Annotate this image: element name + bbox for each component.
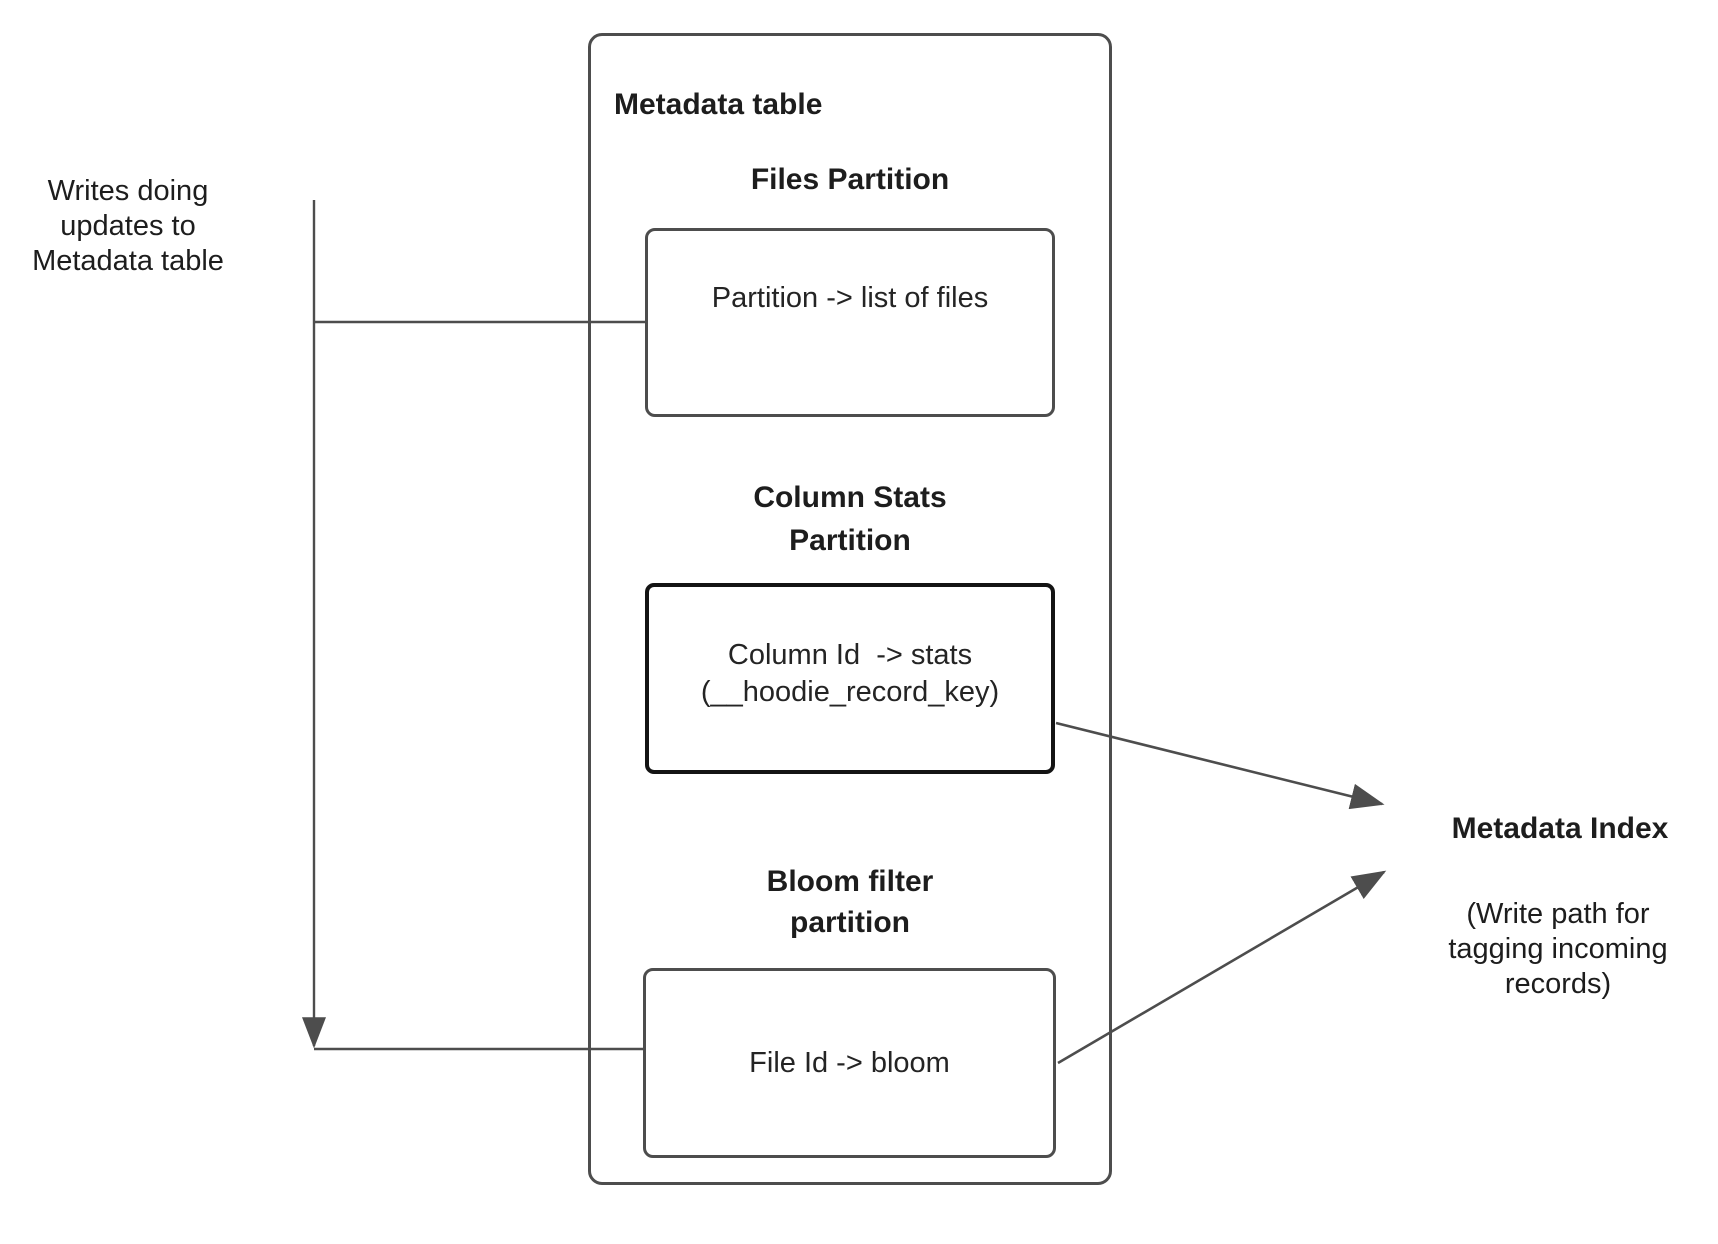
metadata-index-subtitle: (Write path for tagging incoming records…	[1448, 898, 1668, 1000]
files-partition-heading: Files Partition	[750, 163, 950, 196]
metadata-table-box	[588, 33, 1112, 1185]
metadata-table-title: Metadata table	[614, 88, 823, 121]
bloom-filter-heading: Bloom filter partition	[766, 865, 934, 939]
bloom-filter-body: File Id -> bloom	[749, 1046, 950, 1079]
column-stats-heading: Column Stats Partition	[753, 481, 947, 557]
metadata-index-title: Metadata Index	[1451, 812, 1669, 845]
column-stats-body: Column Id -> stats (__hoodie_record_key)	[700, 638, 1000, 708]
bloom-filter-box: File Id -> bloom	[643, 968, 1056, 1158]
column-stats-box: Column Id -> stats (__hoodie_record_key)	[645, 583, 1055, 774]
writes-note: Writes doing updates to Metadata table	[32, 175, 224, 277]
files-partition-body: Partition -> list of files	[711, 282, 989, 314]
files-partition-box: Partition -> list of files	[645, 228, 1055, 417]
